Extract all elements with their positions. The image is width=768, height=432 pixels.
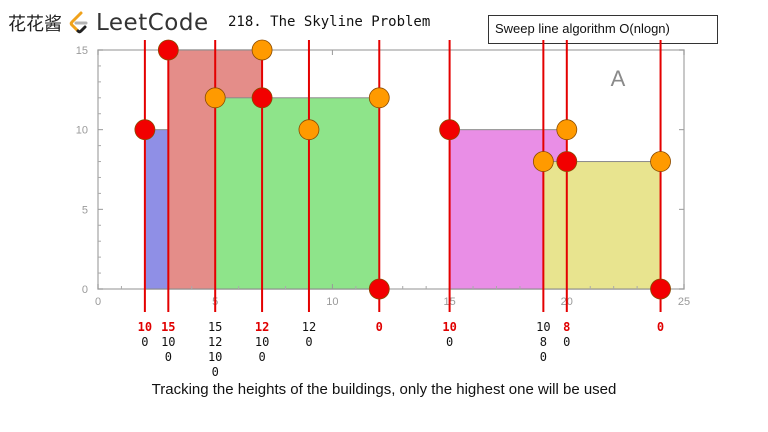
height-value: 15 (207, 320, 223, 334)
event-point-red (650, 278, 671, 300)
plot-frame (97, 49, 685, 290)
height-value: 0 (164, 350, 172, 364)
height-value: 0 (656, 320, 665, 334)
height-value: 10 (254, 335, 270, 349)
height-value: 12 (254, 320, 270, 334)
height-list: 0 (364, 320, 394, 335)
leetcode-logo-icon (69, 11, 88, 34)
event-point-orange (251, 39, 273, 61)
event-point-red (368, 278, 390, 300)
event-point-orange (650, 151, 671, 172)
y-tick-label: 15 (76, 45, 88, 57)
height-value: 12 (207, 335, 223, 349)
event-point-orange (532, 151, 554, 172)
height-list: 0 (646, 320, 676, 335)
height-value: 0 (141, 335, 149, 349)
height-value: 0 (211, 365, 219, 379)
height-value: 10 (442, 320, 457, 334)
x-tick-label: 10 (326, 296, 338, 308)
event-point-orange (556, 119, 578, 141)
y-tick-label: 10 (76, 125, 88, 137)
panel-letter: A (611, 66, 626, 91)
y-tick-label: 5 (82, 204, 88, 216)
leetcode-logo-text: LeetCode (96, 10, 209, 36)
height-value: 0 (375, 320, 383, 334)
caption: Tracking the heights of the buildings, o… (151, 381, 617, 398)
event-point-red (157, 39, 179, 61)
height-value: 8 (563, 320, 571, 334)
height-value: 0 (563, 335, 571, 349)
x-tick-label: 0 (95, 296, 101, 308)
height-value: 10 (137, 320, 153, 334)
height-value: 15 (161, 320, 176, 334)
event-point-red (556, 151, 578, 172)
height-value: 0 (539, 350, 547, 364)
event-point-orange (368, 87, 390, 109)
height-value: 0 (445, 335, 454, 349)
building-3 (214, 97, 380, 290)
y-tick-label: 0 (82, 284, 88, 296)
height-value: 0 (258, 350, 266, 364)
event-point-red (134, 119, 156, 141)
event-point-red (439, 119, 461, 141)
height-value: 12 (301, 320, 317, 334)
event-point-red (251, 87, 273, 109)
x-tick-label: 25 (678, 296, 690, 308)
building-5 (542, 161, 662, 290)
event-point-orange (298, 119, 320, 141)
problem-title: 218. The Skyline Problem (228, 14, 431, 30)
algorithm-box: Sweep line algorithm O(nlogn) (488, 15, 718, 44)
brand-header: 花花酱 LeetCode (8, 10, 209, 36)
height-value: 10 (536, 320, 551, 334)
height-value: 10 (161, 335, 176, 349)
height-value: 10 (207, 350, 223, 364)
event-point-orange (204, 87, 226, 109)
height-value: 8 (539, 335, 547, 349)
height-value: 0 (305, 335, 313, 349)
channel-name: 花花酱 (8, 14, 62, 35)
algorithm-label: Sweep line algorithm O(nlogn) (495, 21, 670, 36)
